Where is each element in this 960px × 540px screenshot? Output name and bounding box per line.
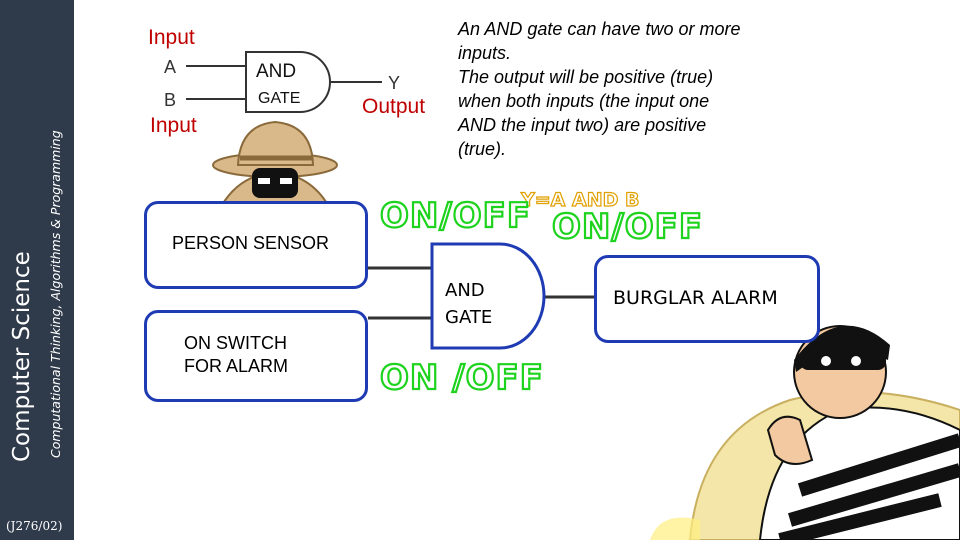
description-line: (true).: [458, 139, 507, 159]
input-label-top: Input: [148, 26, 195, 49]
course-code: (J276/02): [6, 519, 63, 533]
gate-name-label: AND: [256, 61, 297, 82]
and-gate-block: [430, 242, 546, 350]
alarm-switch-box: [144, 310, 368, 402]
and-gate-symbol: [186, 51, 382, 113]
person-sensor-box: [144, 201, 368, 289]
alarm-switch-label: ON SWITCH FOR ALARM: [184, 332, 288, 378]
spy-icon: [212, 120, 338, 206]
burglar-icon: [650, 325, 960, 540]
output-state-label: ON/OFF: [551, 206, 704, 248]
and-gate-line: GATE: [445, 307, 493, 328]
and-gate-label: AND GATE: [445, 277, 492, 331]
equation-label: Y=A AND B: [520, 188, 640, 211]
sidebar: Computer Science Computational Thinking,…: [0, 0, 74, 540]
and-gate-line: AND: [445, 280, 485, 301]
input-label-bottom: Input: [150, 114, 197, 137]
pin-a-label: A: [164, 57, 177, 77]
burglar-alarm-label: BURGLAR ALARM: [613, 287, 778, 309]
sensor-state-label: ON/OFF: [379, 195, 532, 237]
alarm-switch-line: FOR ALARM: [184, 356, 289, 376]
alarm-switch-line: ON SWITCH: [184, 333, 287, 353]
circuit-wires: [368, 266, 594, 320]
pin-b-label: B: [164, 90, 177, 110]
description-line: inputs.: [458, 43, 512, 63]
switch-state-label: ON /OFF: [379, 357, 544, 399]
person-sensor-label: PERSON SENSOR: [172, 233, 330, 253]
pin-y-label: Y: [388, 73, 401, 93]
description-line: when both inputs (the input one: [458, 91, 710, 111]
and-gate-description: An AND gate can have two or more inputs.…: [458, 17, 808, 161]
burglar-alarm-box: [594, 255, 820, 343]
description-line: The output will be positive (true): [458, 67, 714, 87]
description-line: AND the input two) are positive: [458, 115, 707, 135]
gate-word-label: GATE: [258, 90, 301, 107]
output-label: Output: [362, 95, 426, 118]
description-line: An AND gate can have two or more: [458, 19, 741, 39]
